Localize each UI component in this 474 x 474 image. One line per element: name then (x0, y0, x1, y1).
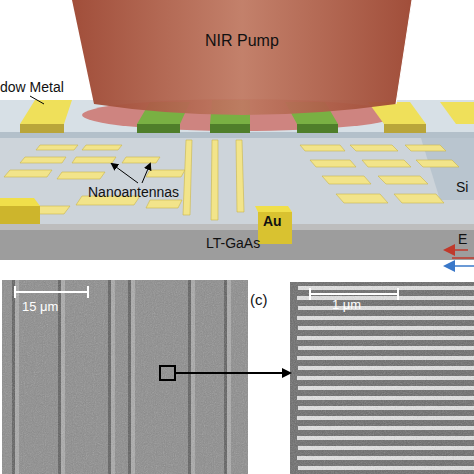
beam-label: NIR Pump (205, 32, 279, 50)
sem-image (290, 282, 474, 474)
zoom-marker (160, 366, 175, 380)
layer-label: Si (456, 180, 468, 195)
sem-zoom-panel: (c)1 μm (290, 282, 474, 474)
shadow-metal-bar (137, 124, 180, 133)
shadow-metal-bar (20, 124, 64, 133)
nanoantenna-rods (4, 140, 459, 220)
part-label: Nanoantennas (88, 185, 179, 200)
field-arrow (452, 257, 474, 259)
antenna-plane (0, 135, 474, 224)
shadow-metal-bar (20, 100, 72, 124)
layer-label: LT-GaAs (206, 236, 260, 251)
shadow-metal-bar (210, 124, 250, 133)
scale-label: 1 μm (332, 298, 361, 312)
current-arrow (446, 265, 474, 267)
leader-arrow (112, 164, 138, 183)
panel-label: (c) (250, 292, 268, 309)
material-label: Au (263, 214, 282, 229)
substrate-top (0, 224, 474, 230)
sem-panel: 15 μm (2, 280, 248, 474)
sem-image (2, 280, 248, 474)
shadow-metal-bar (440, 102, 474, 124)
field-arrow (446, 249, 468, 251)
pump-beam (72, 0, 412, 115)
scale-bar (15, 286, 88, 298)
shadow-metal-bar (297, 124, 338, 133)
gold-electrode (0, 198, 40, 206)
field-label: E (458, 232, 467, 247)
leader-line (30, 96, 44, 104)
scale-label: 15 μm (22, 300, 58, 314)
shadow-metal-bar (384, 124, 426, 133)
gold-electrode (0, 206, 40, 224)
zoom-arrow (176, 372, 290, 374)
gold-electrode (258, 212, 292, 244)
substrate (0, 230, 474, 260)
sem-grain (2, 280, 248, 474)
beam-edge (396, 0, 412, 104)
leader-arrow (142, 164, 150, 183)
sem-grain (290, 282, 474, 474)
part-label: dow Metal (0, 80, 64, 95)
gold-electrode (255, 206, 292, 212)
